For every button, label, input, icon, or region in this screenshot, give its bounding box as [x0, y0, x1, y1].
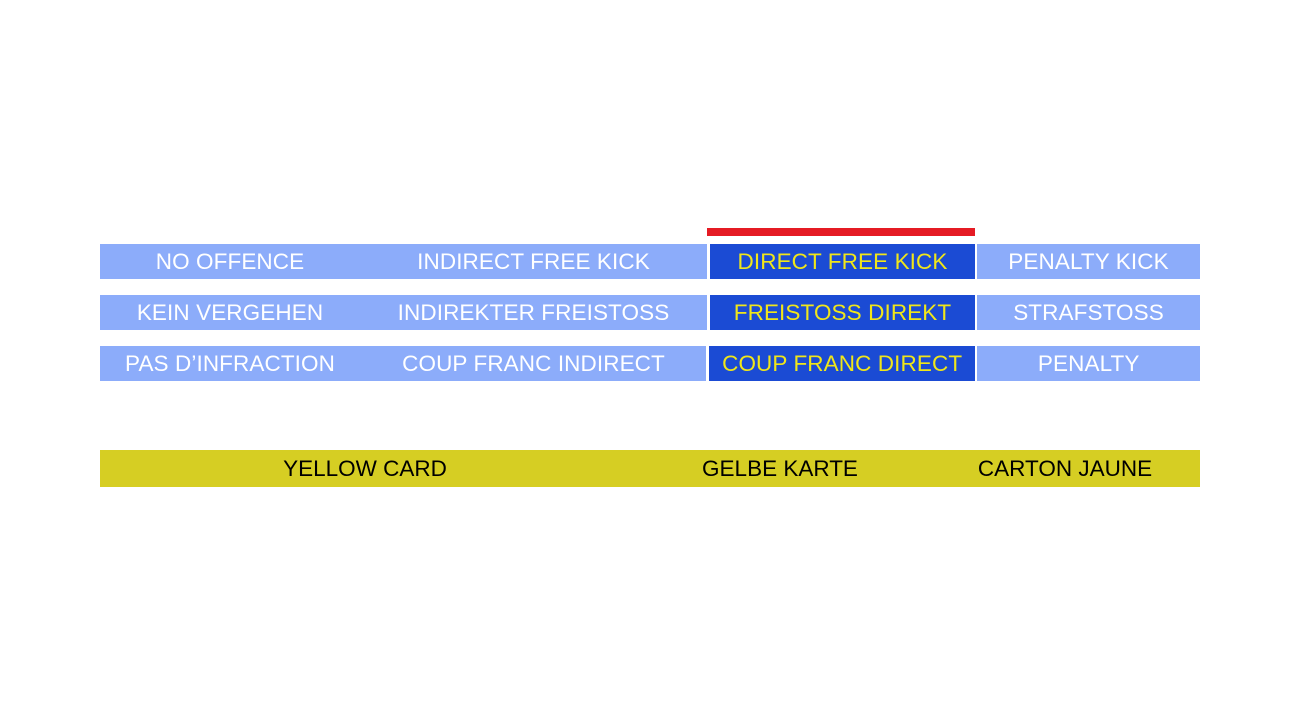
ladder-row-english: NO OFFENCE INDIRECT FREE KICK DIRECT FRE… — [100, 244, 1200, 279]
cell-german-indirect-free-kick: INDIREKTER FREISTOSS — [397, 299, 670, 325]
ladder-row-german: KEIN VERGEHEN INDIREKTER FREISTOSS FREIS… — [100, 295, 1200, 330]
cell-english-direct-free-kick[interactable]: DIRECT FREE KICK — [710, 244, 975, 279]
ladder-row-french: PAS D’INFRACTION COUP FRANC INDIRECT COU… — [100, 346, 1200, 381]
cell-english-penalty-kick[interactable]: PENALTY KICK — [977, 244, 1200, 279]
yellow-card-label-french: CARTON JAUNE — [977, 455, 1153, 481]
yellow-card-label-german: GELBE KARTE — [702, 455, 858, 481]
cell-german-direct-free-kick[interactable]: FREISTOSS DIREKT — [710, 295, 975, 330]
cell-english-no-offence: NO OFFENCE — [155, 248, 305, 274]
accent-bar-track — [100, 228, 1200, 244]
cell-group-french-no-offence-indirect[interactable]: PAS D’INFRACTION COUP FRANC INDIRECT — [100, 346, 706, 381]
cell-german-no-offence: KEIN VERGEHEN — [136, 299, 324, 325]
cell-group-english-no-offence-indirect[interactable]: NO OFFENCE INDIRECT FREE KICK — [100, 244, 707, 279]
sanction-ladder-table: NO OFFENCE INDIRECT FREE KICK DIRECT FRE… — [100, 228, 1200, 381]
direct-free-kick-accent-bar — [707, 228, 975, 236]
cell-french-direct-free-kick[interactable]: COUP FRANC DIRECT — [708, 346, 976, 381]
cell-german-penalty-kick[interactable]: STRAFSTOSS — [977, 295, 1200, 330]
cell-french-penalty-kick[interactable]: PENALTY — [977, 346, 1200, 381]
cell-group-german-no-offence-indirect[interactable]: KEIN VERGEHEN INDIREKTER FREISTOSS — [100, 295, 707, 330]
cell-english-indirect-free-kick: INDIRECT FREE KICK — [417, 248, 650, 274]
cell-french-no-offence: PAS D’INFRACTION — [125, 350, 335, 376]
cell-french-indirect-free-kick: COUP FRANC INDIRECT — [402, 350, 665, 376]
yellow-card-label-english: YELLOW CARD — [283, 455, 447, 481]
yellow-card-banner[interactable]: YELLOW CARD GELBE KARTE CARTON JAUNE — [100, 450, 1200, 487]
